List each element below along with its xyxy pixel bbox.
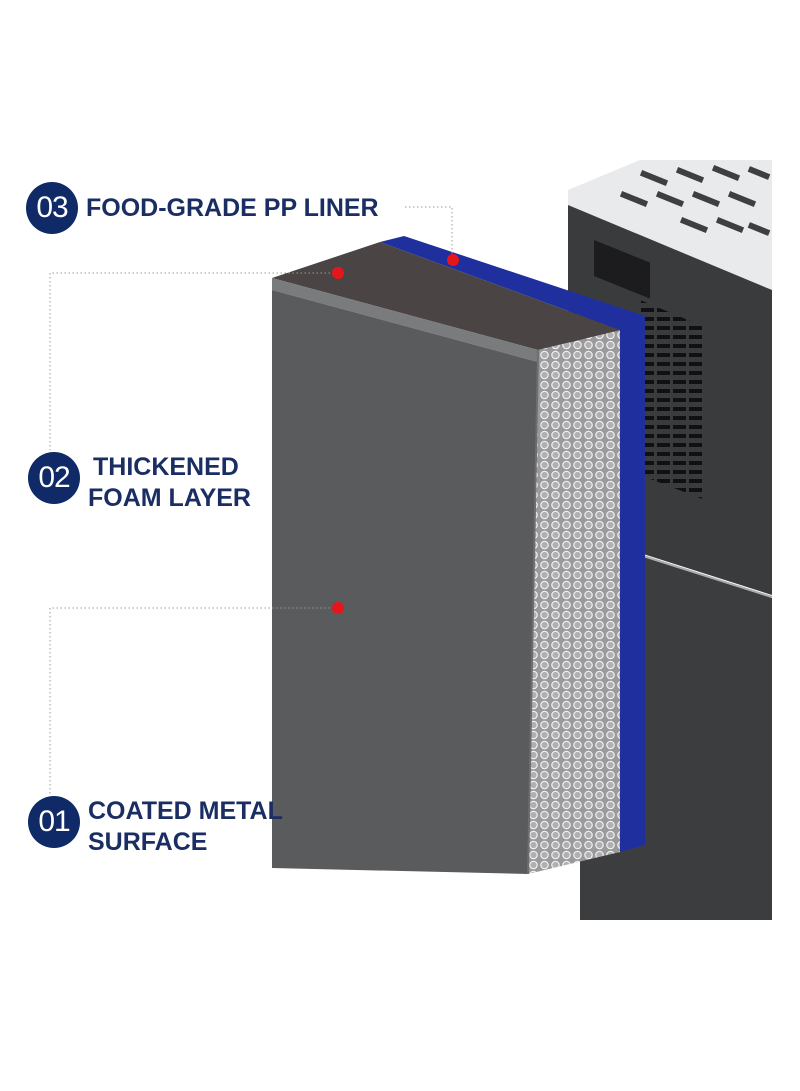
leader-line-02 [49, 272, 338, 450]
panel-top-face [272, 242, 620, 350]
layer-title: THICKENED FOAM LAYER [88, 452, 251, 514]
cabinet-top-vents [619, 164, 771, 236]
layer-label-02: 02 THICKENED FOAM LAYER [28, 452, 251, 514]
layer-number-badge: 03 [26, 182, 78, 234]
marker-pp-liner [447, 254, 459, 266]
layer-markers [332, 254, 459, 614]
leader-lines [49, 206, 453, 795]
layer-title: FOOD-GRADE PP LINER [86, 193, 379, 224]
layer-title-line: THICKENED [93, 453, 239, 481]
marker-foam-layer [332, 267, 344, 279]
cabinet-vent-grille [640, 300, 705, 500]
leader-line-01 [49, 607, 338, 795]
metal-surface-front [272, 290, 538, 874]
layer-title-line: FOOD-GRADE PP LINER [86, 194, 379, 222]
cabinet-slot [594, 239, 650, 299]
layer-number-badge: 01 [28, 796, 80, 848]
foam-layer-side [528, 330, 620, 874]
layer-title-line: SURFACE [88, 828, 208, 856]
marker-metal-surface [332, 602, 344, 614]
layer-title-line: FOAM LAYER [88, 484, 251, 512]
layer-title-line: COATED METAL [88, 797, 283, 825]
cabinet-top [568, 160, 772, 290]
layer-title: COATED METAL SURFACE [88, 796, 283, 858]
panel-top-bevel [272, 278, 538, 362]
layer-label-01: 01 COATED METAL SURFACE [28, 796, 283, 858]
wall-section [272, 236, 645, 875]
layer-number-badge: 02 [28, 452, 80, 504]
panel-edge [527, 349, 539, 875]
layer-label-03: 03 FOOD-GRADE PP LINER [26, 182, 379, 234]
